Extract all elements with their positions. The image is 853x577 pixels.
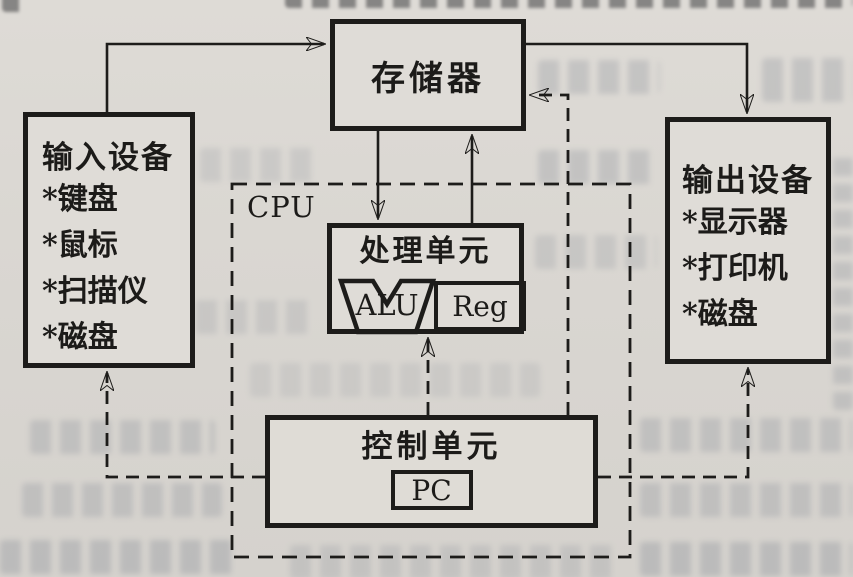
bleedthrough-artifact (196, 300, 314, 334)
input-device-title: 输入设备 (42, 140, 174, 176)
input-device-item: *键盘 (42, 182, 118, 217)
bleedthrough-artifact (250, 363, 540, 397)
bleedthrough-artifact (538, 150, 658, 184)
edge-control-unit-to-input (107, 373, 265, 479)
bleedthrough-artifact (22, 483, 222, 517)
pc-label: PC (411, 473, 452, 507)
bleedthrough-artifact (833, 150, 853, 410)
bleedthrough-artifact (535, 235, 657, 269)
pc-box: PC (390, 470, 473, 510)
bleedthrough-artifact (640, 418, 853, 452)
input-device-item: *磁盘 (42, 320, 118, 355)
bleedthrough-artifact (640, 483, 853, 517)
alu-label: ALU (355, 288, 419, 322)
cpu-boundary-label: CPU (247, 190, 316, 224)
reg-box: Reg (434, 281, 526, 331)
output-device-item: *打印机 (682, 251, 788, 286)
bleedthrough-artifact (30, 420, 215, 454)
bleedthrough-artifact (640, 542, 853, 576)
bleedthrough-artifact (290, 545, 620, 577)
output-device-item: *显示器 (682, 205, 788, 240)
processing-unit-box: 处理单元 ALU Reg (327, 223, 526, 335)
bleedthrough-artifact (0, 540, 235, 574)
output-device-title: 输出设备 (682, 163, 814, 199)
memory-box: 存储器 (330, 19, 526, 131)
control-unit-box: 控制单元 PC (265, 415, 598, 528)
input-device-item: *鼠标 (42, 228, 118, 263)
bleedthrough-artifact (762, 58, 853, 102)
processing-unit-label: 处理单元 (359, 234, 492, 269)
bleedthrough-artifact (200, 148, 315, 182)
reg-label: Reg (452, 289, 508, 323)
edge-control-unit-to-memory (531, 95, 570, 415)
input-device-item: *扫描仪 (42, 274, 148, 309)
edge-input-to-memory (105, 44, 324, 112)
bleedthrough-artifact (2, 0, 28, 12)
edge-memory-to-output (525, 42, 747, 112)
output-device-item: *磁盘 (682, 297, 758, 332)
input-device-box: 输入设备 *键盘 *鼠标 *扫描仪 *磁盘 (23, 112, 195, 368)
memory-label: 存储器 (371, 58, 485, 99)
bleedthrough-artifact (538, 60, 660, 94)
edge-control-unit-to-output (598, 369, 748, 479)
bleedthrough-artifact (285, 0, 853, 8)
output-device-box: 输出设备 *显示器 *打印机 *磁盘 (665, 117, 831, 364)
control-unit-label: 控制单元 (361, 429, 502, 465)
